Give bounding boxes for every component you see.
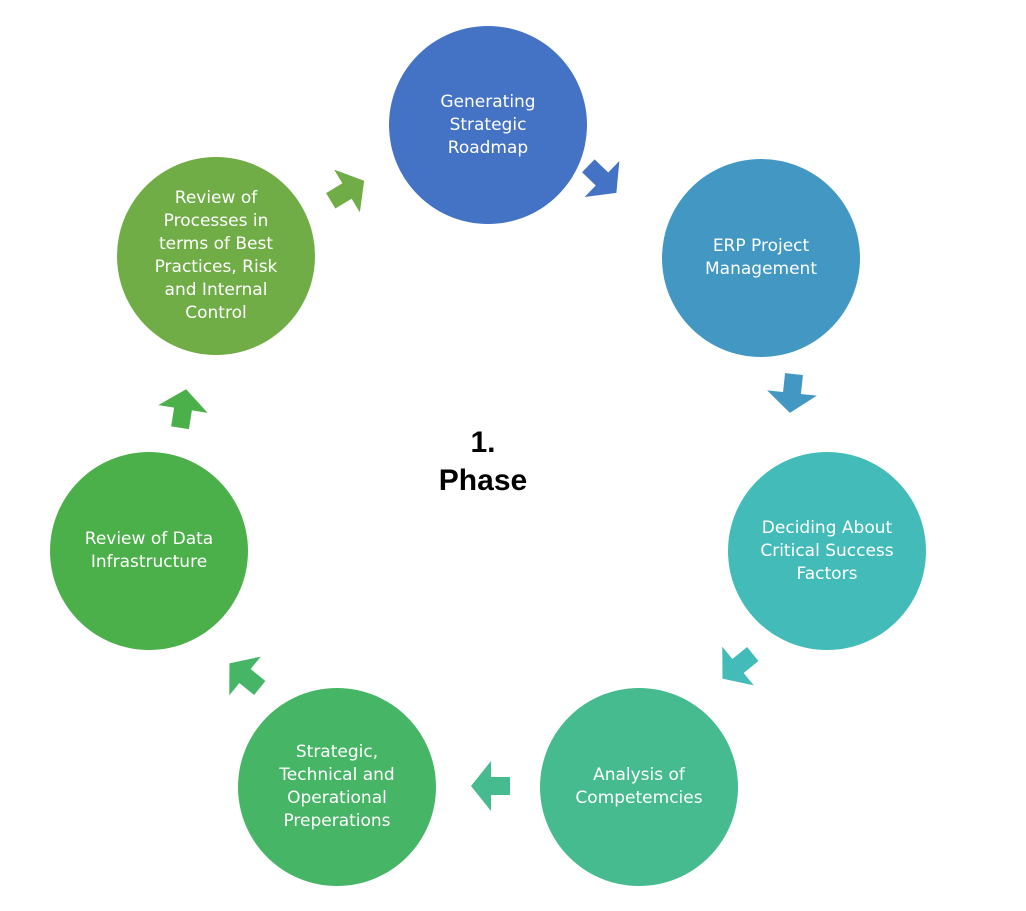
phase-step-6-circle xyxy=(50,452,248,650)
arrow-6-to-7 xyxy=(158,389,208,430)
arrow-5-to-6 xyxy=(229,656,266,696)
center-phase-title: 1. Phase xyxy=(438,426,528,497)
phase-step-3-circle xyxy=(728,452,926,650)
phase-step-7-circle xyxy=(117,157,315,355)
arrow-1-to-2 xyxy=(582,159,620,197)
phase-step-1-circle xyxy=(389,26,587,224)
phase-step-2-circle xyxy=(662,159,860,357)
phase-step-5-circle xyxy=(238,688,436,886)
arrow-2-to-3 xyxy=(767,373,817,413)
arrow-4-to-5 xyxy=(471,761,510,811)
arrow-3-to-4 xyxy=(722,646,759,686)
phase-step-4-circle xyxy=(540,688,738,886)
arrow-7-to-1 xyxy=(326,169,365,213)
